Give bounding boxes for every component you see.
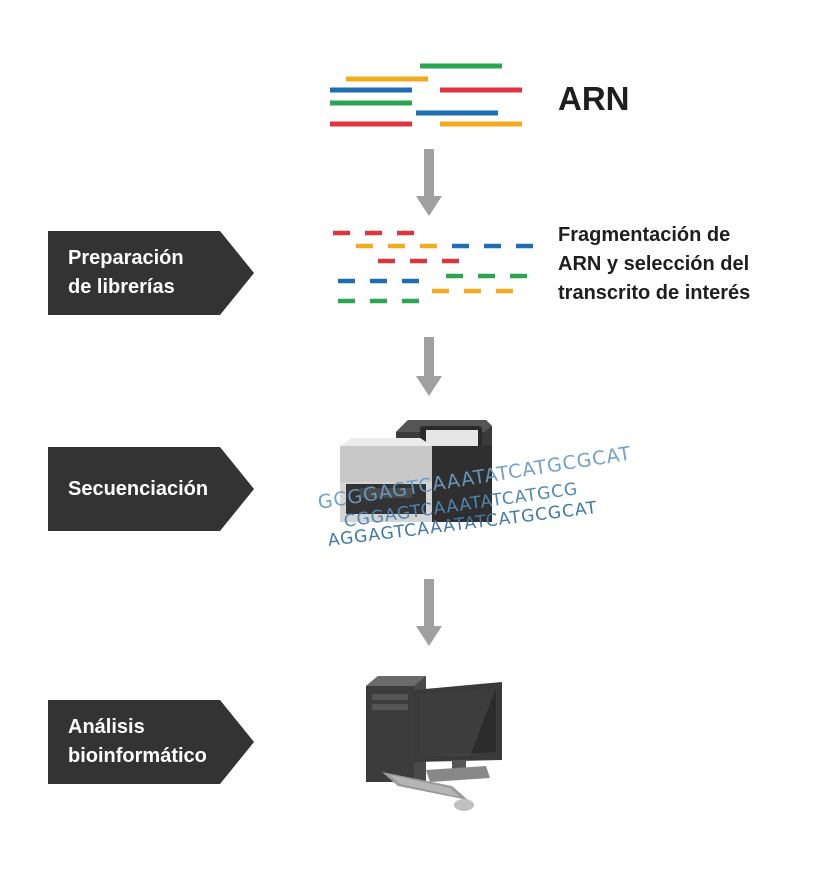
- step-library-preparation-line-1: Preparación: [68, 247, 184, 269]
- fragmentation-line-1: Fragmentación de: [558, 224, 731, 246]
- down-arrow-icon: [416, 337, 442, 396]
- fragmentation-description: Fragmentación de ARN y selección del tra…: [558, 221, 750, 308]
- step-sequencing: Secuenciación: [48, 447, 254, 531]
- step-library-preparation-line-2: de librerías: [68, 276, 175, 298]
- sequencer-icon: [340, 420, 492, 522]
- down-arrow-icon: [416, 579, 442, 646]
- step-library-preparation: Preparación de librerías: [48, 231, 254, 315]
- rna-fragments-icon: [333, 230, 533, 304]
- fragmentation-line-3: transcrito de interés: [558, 282, 751, 304]
- step-sequencing-line-1: Secuenciación: [68, 477, 209, 500]
- rna-label: ARN: [558, 80, 630, 117]
- step-bioinformatic-analysis: Análisis bioinformático: [48, 700, 254, 784]
- fragmentation-line-2: ARN y selección del: [558, 253, 750, 275]
- rna-strands-icon: [330, 63, 522, 127]
- step-bioinformatic-analysis-line-2: bioinformático: [68, 745, 207, 767]
- step-bioinformatic-analysis-line-1: Análisis: [68, 716, 145, 738]
- computer-icon: [366, 676, 502, 811]
- down-arrow-icon: [416, 149, 442, 216]
